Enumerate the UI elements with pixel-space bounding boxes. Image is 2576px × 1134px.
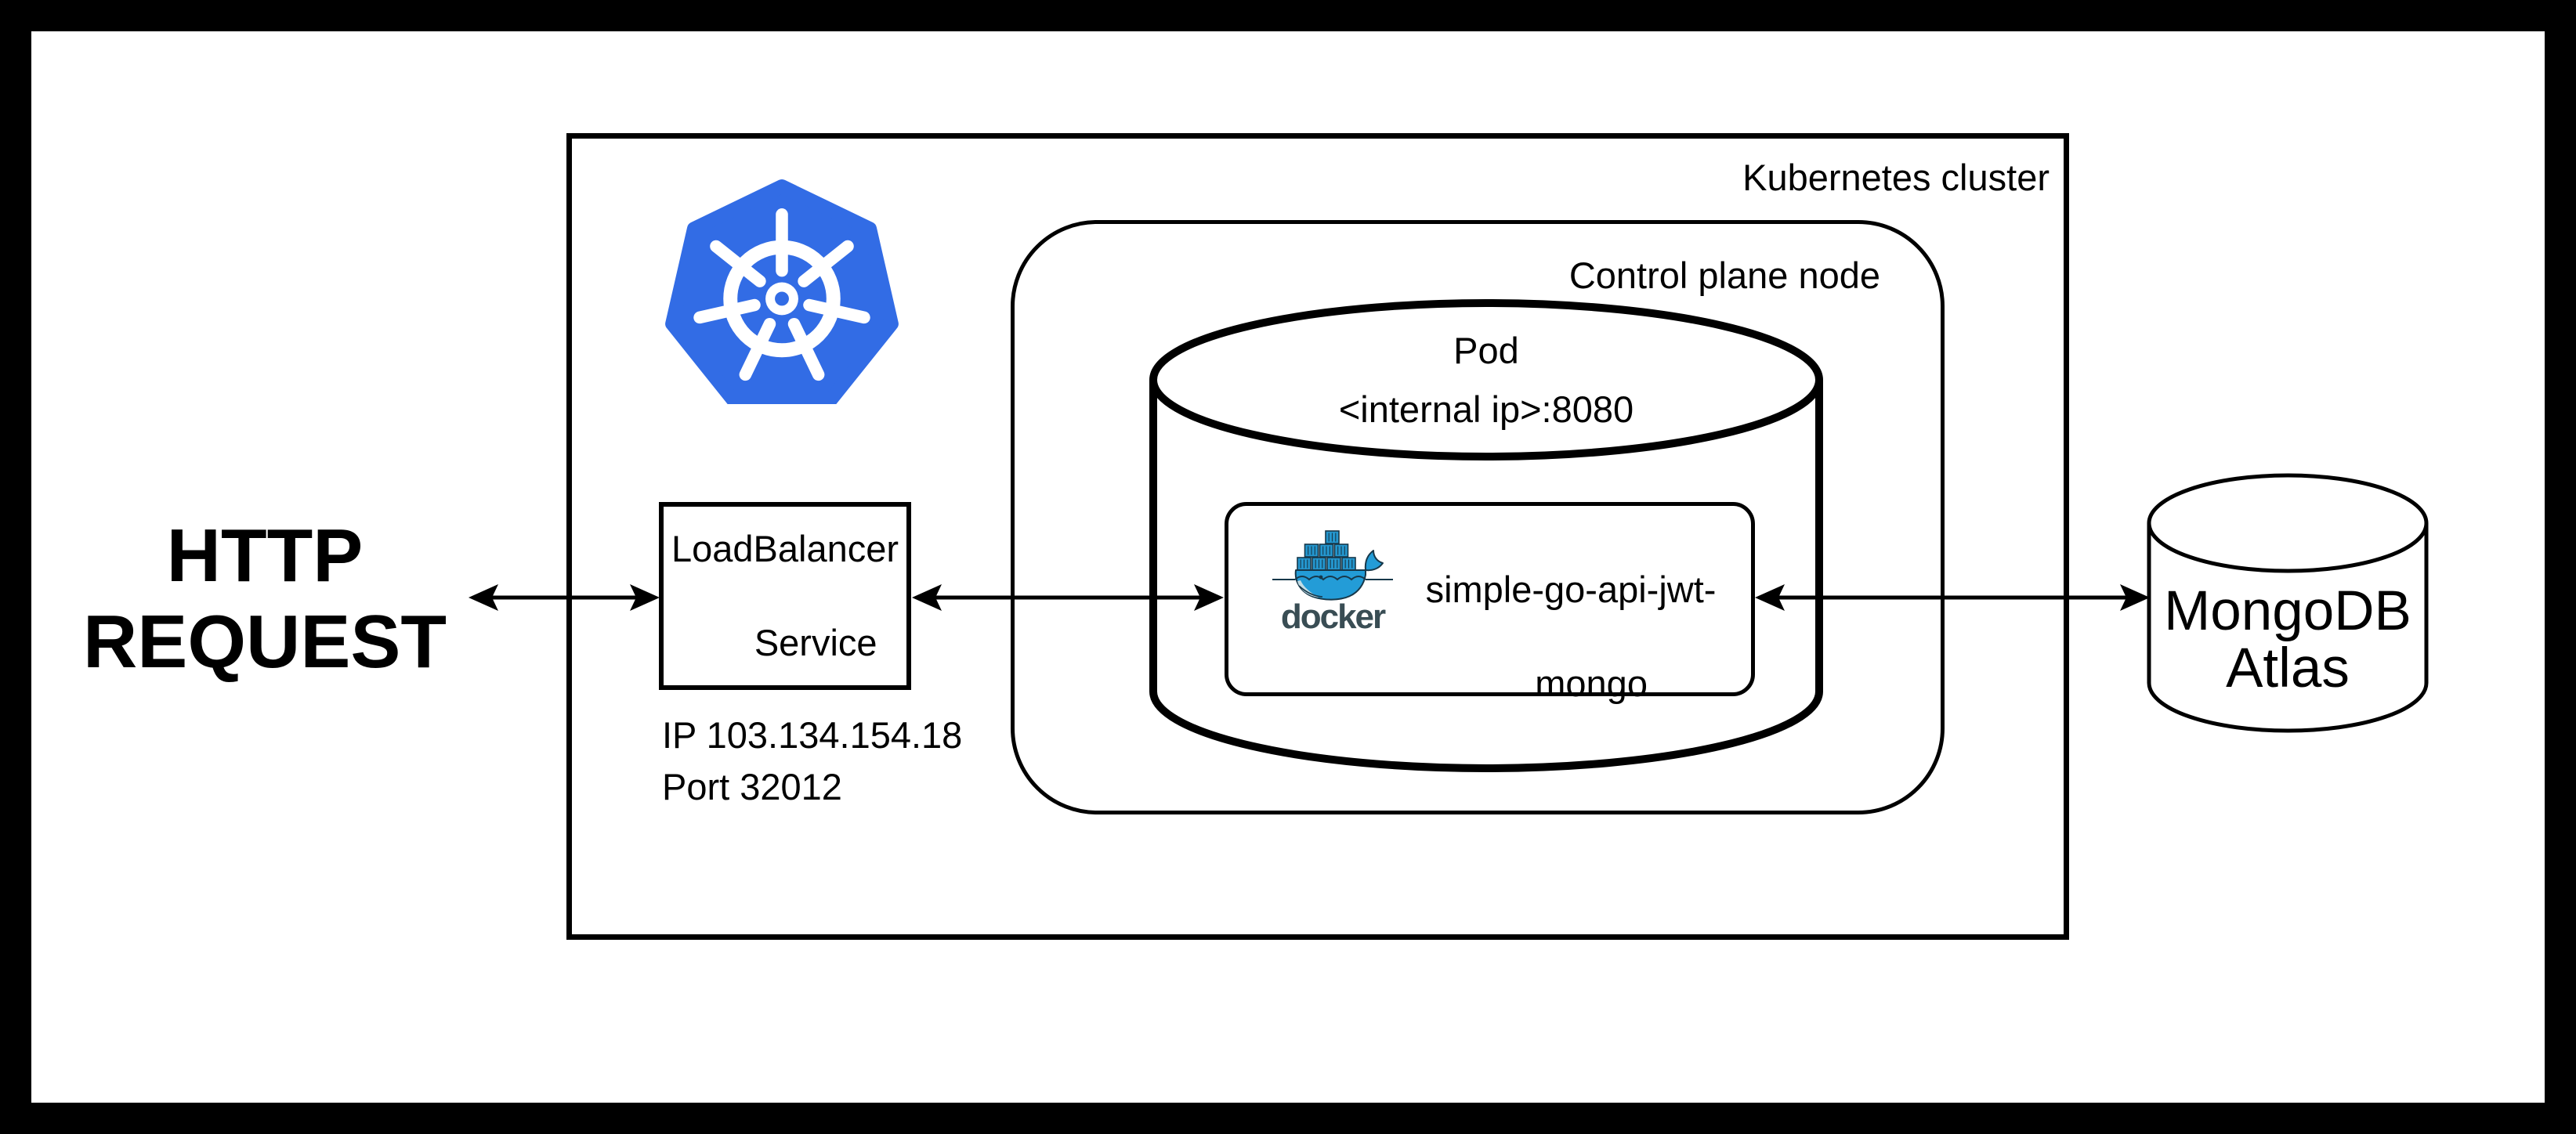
http-request-line2: REQUEST [82, 600, 447, 684]
docker-whale-chin [1297, 580, 1319, 598]
kubernetes-helm-wheel [693, 208, 870, 381]
pod-endpoint-label: <internal ip>:8080 [1338, 388, 1634, 430]
docker-waterline [1272, 576, 1393, 581]
loadbalancer-service-label: LoadBalancer Service [671, 525, 899, 666]
docker-wordmark: docker [1281, 598, 1386, 634]
mongodb-label: MongoDB Atlas [2153, 583, 2422, 697]
arrow-container-mongodb [1755, 584, 2150, 611]
app-container-box [1225, 502, 1755, 696]
arrow-loadbalancer-container [912, 584, 1224, 611]
control-plane-node-label: Control plane node [1568, 255, 1880, 296]
loadbalancer-service-box: LoadBalancer Service [659, 502, 911, 690]
container-name-line2: mongo [1535, 663, 1648, 704]
http-request-line1: HTTP [166, 514, 364, 598]
container-name: simple-go-api-jwt- mongo [1402, 566, 1739, 707]
pod-cylinder [1149, 299, 1823, 772]
loadbalancer-label-line2: Service [754, 622, 877, 663]
loadbalancer-label-line1: LoadBalancer [671, 528, 899, 569]
mongodb-label-line1: MongoDB [2164, 580, 2411, 642]
container-name-line1: simple-go-api-jwt- [1425, 569, 1717, 610]
arrow-http-loadbalancer [469, 584, 660, 611]
docker-logo-icon: docker [1272, 530, 1393, 634]
loadbalancer-ip: IP 103.134.154.18 [662, 714, 963, 756]
control-plane-node-box [1011, 220, 1945, 814]
loadbalancer-port: Port 32012 [662, 766, 842, 807]
kubernetes-cluster-label: Kubernetes cluster [1742, 157, 2050, 198]
kubernetes-cluster-box [566, 133, 2069, 940]
mongodb-label-line2: Atlas [2226, 637, 2350, 699]
kubernetes-logo-icon [665, 179, 899, 404]
loadbalancer-endpoint-info: IP 103.134.154.18 Port 32012 [662, 710, 1132, 813]
pod-label: Pod [1453, 330, 1519, 371]
http-request-label: HTTP REQUEST [69, 513, 461, 685]
docker-whale-tail [1364, 550, 1384, 572]
docker-container-stripes [1300, 533, 1353, 569]
docker-whale-mouth [1298, 585, 1323, 598]
mongodb-cylinder [2147, 473, 2429, 733]
